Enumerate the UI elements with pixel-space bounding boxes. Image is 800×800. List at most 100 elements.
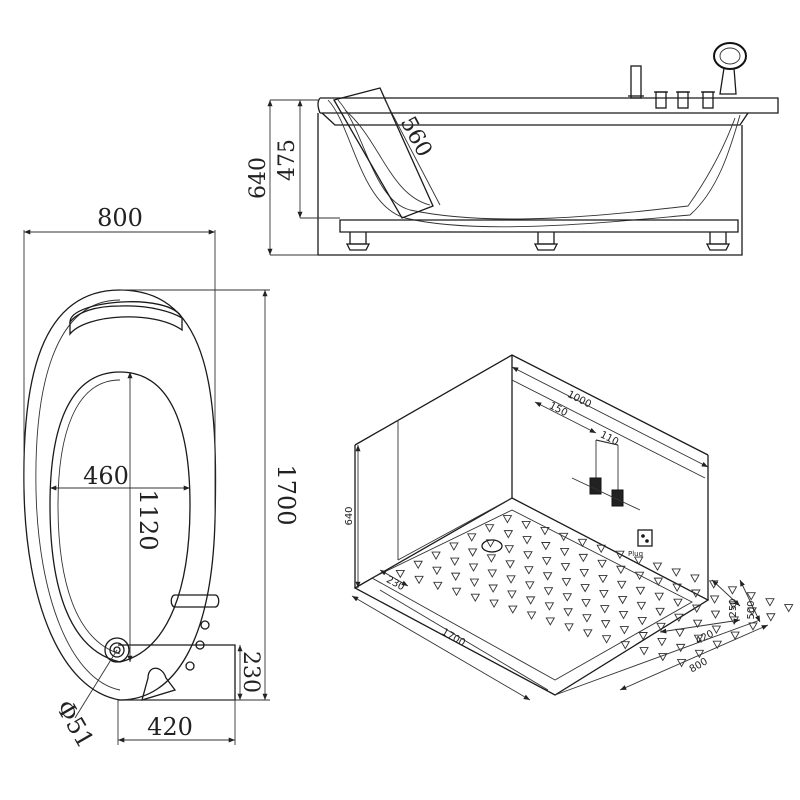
floor-triangle xyxy=(507,590,517,599)
floor-triangle xyxy=(466,533,477,542)
floor-triangle xyxy=(582,614,592,623)
floor-triangle xyxy=(413,560,423,570)
floor-triangle xyxy=(484,524,495,533)
floor-triangle xyxy=(433,581,443,591)
dim-640-install: 640 xyxy=(344,506,355,525)
floor-triangle xyxy=(581,599,591,608)
floor-triangle xyxy=(508,605,518,614)
dim-230-install: 230 xyxy=(384,574,406,593)
floor-triangle xyxy=(765,598,775,607)
floor-triangle xyxy=(598,574,608,584)
floor-triangle xyxy=(488,584,498,593)
floor-triangle xyxy=(583,629,593,638)
floor-triangle xyxy=(468,563,479,572)
floor-triangle xyxy=(639,647,649,656)
dim-560-side: 560 xyxy=(395,113,437,162)
dim-110-install: 110 xyxy=(598,430,620,448)
floor-triangle xyxy=(766,613,776,622)
dim-1700-install: 1700 xyxy=(439,627,467,649)
floor-triangle xyxy=(486,554,497,563)
side-view: 640 475 560 xyxy=(246,42,779,256)
dim-1700-top: 1700 xyxy=(272,464,300,525)
floor-triangle xyxy=(431,551,441,561)
floor-triangle xyxy=(502,515,513,524)
floor-triangle xyxy=(599,590,609,599)
floor-triangle xyxy=(522,536,532,545)
installation-view: Plug 1000 150 110 640 230 1700 250 500 4… xyxy=(344,354,794,701)
floor-triangle xyxy=(562,593,573,602)
floor-triangle xyxy=(674,613,684,623)
dim-230-top: 230 xyxy=(238,651,263,693)
floor-triangle xyxy=(560,563,571,572)
floor-triangle xyxy=(597,559,607,569)
floor-triangle xyxy=(489,599,499,608)
support-feet xyxy=(345,232,731,251)
floor-triangle xyxy=(525,596,536,605)
floor-triangle xyxy=(524,566,534,575)
floor-triangle xyxy=(470,593,481,603)
dim-475-side: 475 xyxy=(275,139,300,181)
floor-triangle xyxy=(504,545,515,554)
dim-250-install: 250 xyxy=(728,598,739,617)
floor-triangle xyxy=(542,572,553,581)
floor-triangle xyxy=(467,548,478,557)
plug-label: Plug xyxy=(628,550,643,558)
floor-triangle xyxy=(691,604,702,613)
floor-triangle xyxy=(450,572,461,582)
floor-triangle xyxy=(414,575,424,585)
floor-triangle xyxy=(564,623,574,632)
dim-150-install: 150 xyxy=(547,401,569,419)
floor-triangle xyxy=(563,608,573,617)
floor-triangle xyxy=(451,587,462,597)
floor-triangle xyxy=(619,626,630,635)
floor-triangle xyxy=(709,595,720,604)
floor-triangle xyxy=(524,581,535,590)
floor-triangle xyxy=(599,605,610,614)
floor-triangle xyxy=(545,617,556,626)
floor-triangle xyxy=(671,568,681,577)
floor-triangle xyxy=(652,562,663,571)
floor-triangle xyxy=(691,589,701,598)
top-view: 800 1700 460 1120 230 420 Φ51 xyxy=(23,204,300,753)
floor-triangle xyxy=(617,595,628,605)
floor-triangle xyxy=(710,610,721,619)
floor-triangle xyxy=(657,637,667,647)
floor-triangle xyxy=(615,550,625,560)
floor-triangle xyxy=(727,586,738,595)
floor-triangle xyxy=(596,544,606,554)
floor-triangle xyxy=(673,598,683,608)
floor-triangle xyxy=(449,542,459,551)
floor-triangle xyxy=(485,539,496,548)
floor-triangle xyxy=(577,538,588,548)
floor-triangle xyxy=(449,557,460,566)
faucet-set xyxy=(628,65,715,109)
floor-triangle xyxy=(653,577,664,587)
dim-420-top: 420 xyxy=(147,713,193,741)
floor-triangle xyxy=(544,602,555,611)
floor-triangle xyxy=(543,587,554,596)
floor-triangle xyxy=(654,592,665,602)
floor-triangle xyxy=(637,616,648,626)
dim-800-top: 800 xyxy=(97,204,143,232)
floor-triangle xyxy=(469,578,480,587)
floor-triangle xyxy=(503,530,514,539)
floor-triangle xyxy=(487,569,498,578)
floor-triangle xyxy=(690,574,700,583)
dim-500-install: 500 xyxy=(746,600,757,619)
floor-triangle xyxy=(578,553,589,563)
floor-triangle xyxy=(655,607,665,617)
floor-triangle xyxy=(616,565,626,575)
floor-triangle xyxy=(711,625,722,635)
floor-triangle xyxy=(634,571,645,581)
floor-triangle xyxy=(600,620,611,629)
floor-triangle xyxy=(620,641,631,650)
floor-triangle xyxy=(526,611,537,620)
floor-triangle xyxy=(561,578,572,587)
dim-460-top: 460 xyxy=(83,462,129,490)
floor-drain xyxy=(481,539,503,553)
floor-triangle xyxy=(432,566,442,576)
floor-triangle xyxy=(505,560,515,569)
floor-triangle xyxy=(559,547,570,557)
dim-phi51-top: Φ51 xyxy=(50,695,99,752)
